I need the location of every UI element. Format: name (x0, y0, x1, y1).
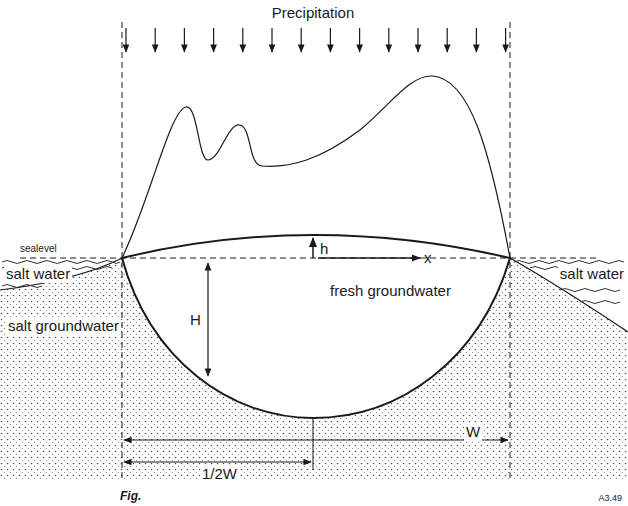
figure-label: Fig. (120, 490, 141, 503)
dimension-label: 1/2W (200, 466, 239, 483)
sealevel-label: sealevel (18, 243, 59, 254)
dimension-label: W (464, 424, 482, 441)
dimension-label: H (188, 312, 203, 329)
water-label: salt water (4, 266, 72, 283)
title-label: Precipitation (272, 5, 355, 22)
water-label: salt water (558, 266, 626, 283)
axis-label: x (424, 250, 432, 267)
region-label: fresh groundwater (330, 283, 451, 300)
figure-code: A3.49 (598, 494, 622, 504)
region-label: salt groundwater (6, 318, 121, 335)
symbol-label: h (320, 241, 328, 258)
